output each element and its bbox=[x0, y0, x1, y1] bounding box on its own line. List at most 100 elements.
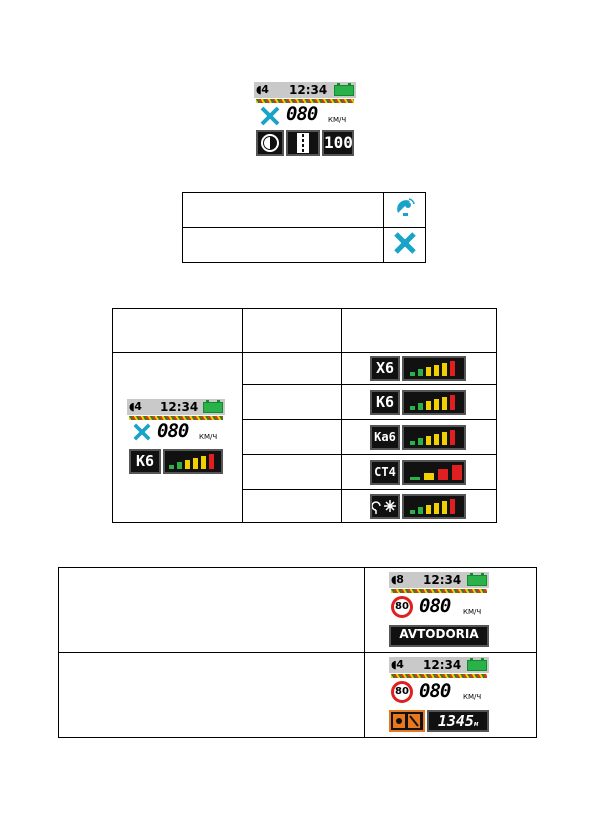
table-row bbox=[182, 192, 426, 228]
signal-bar bbox=[426, 504, 431, 514]
volume-indicator: ◖4 bbox=[129, 400, 142, 413]
signal-bar bbox=[418, 402, 423, 410]
band-name-cell bbox=[242, 352, 342, 385]
radar-band-label: K6 bbox=[370, 389, 400, 415]
signal-bar bbox=[434, 433, 439, 445]
header-cell bbox=[112, 308, 243, 353]
band-indicator-k: K6 bbox=[370, 389, 468, 415]
signal-bar bbox=[410, 509, 415, 514]
speed-readout: 080 bbox=[419, 680, 451, 702]
radar-band-table: ◖4 12:34 080 КМ/Ч K6 bbox=[112, 308, 497, 523]
clock: 12:34 bbox=[423, 658, 462, 672]
header-cell bbox=[341, 308, 497, 353]
gps-icon-cell bbox=[383, 192, 426, 228]
signal-bar bbox=[426, 400, 431, 410]
signal-stripe bbox=[391, 589, 487, 593]
signal-bars bbox=[402, 389, 466, 415]
signal-bar bbox=[410, 405, 415, 410]
battery-icon bbox=[203, 400, 223, 413]
distance-readout: 1345м bbox=[427, 710, 489, 732]
table-row bbox=[113, 489, 497, 523]
status-bar: ◖4 12:34 bbox=[389, 657, 489, 673]
signal-bar bbox=[434, 398, 439, 410]
speed-unit: КМ/Ч bbox=[463, 608, 482, 616]
signal-bar bbox=[450, 361, 455, 376]
table-row: ◖4 12:34 080 КМ/Ч K6 bbox=[112, 352, 497, 523]
signal-bar bbox=[193, 458, 198, 469]
camera-type-label: AVTODORIA bbox=[389, 625, 489, 647]
band-indicator-cell: K6 bbox=[341, 384, 497, 420]
speed-limit-value: 100 bbox=[322, 130, 354, 156]
speed-readout: 080 bbox=[419, 595, 451, 617]
device-screen-distance: ◖4 12:34 80 080 КМ/Ч 1345м bbox=[389, 657, 489, 733]
band-indicator-cell bbox=[341, 489, 497, 523]
satellite-lost-icon bbox=[260, 106, 280, 126]
band-name-cell bbox=[242, 454, 342, 490]
signal-bar bbox=[442, 500, 447, 514]
speed-readout: 080 bbox=[157, 420, 189, 442]
signal-bars bbox=[402, 459, 466, 485]
signal-bar bbox=[410, 372, 415, 376]
signal-stripe bbox=[129, 416, 223, 420]
signal-bar bbox=[209, 454, 214, 469]
clock: 12:34 bbox=[423, 573, 462, 587]
device-screen-main: ◖4 12:34 080 КМ/Ч 100 bbox=[254, 82, 356, 157]
signal-bar bbox=[410, 440, 415, 445]
battery-icon bbox=[334, 83, 354, 96]
device-screen-avtodoria: ◖8 12:34 80 080 КМ/Ч AVTODORIA bbox=[389, 572, 489, 648]
signal-bar bbox=[418, 506, 423, 514]
signal-bar bbox=[450, 498, 455, 514]
speed-readout: 080 bbox=[286, 103, 318, 125]
band-indicator-cell: CT4 bbox=[341, 454, 497, 490]
signal-bar bbox=[426, 367, 431, 376]
band-indicator-x: X6 bbox=[370, 356, 468, 381]
road-icon bbox=[286, 130, 320, 156]
camera-screen-cell: ◖4 12:34 80 080 КМ/Ч 1345м bbox=[364, 652, 537, 738]
gps-description-cell bbox=[182, 227, 384, 263]
volume-indicator: ◖8 bbox=[391, 573, 404, 586]
mode-bar: 100 bbox=[256, 130, 354, 156]
signal-bar bbox=[450, 429, 455, 445]
signal-bar bbox=[410, 476, 420, 480]
device-screen-radar: ◖4 12:34 080 КМ/Ч K6 bbox=[127, 399, 225, 476]
speed-limit-sign: 80 bbox=[391, 681, 413, 703]
gps-icon-cell bbox=[383, 227, 426, 263]
signal-bar bbox=[434, 502, 439, 514]
speed-unit: КМ/Ч bbox=[463, 693, 482, 701]
signal-bars bbox=[402, 493, 466, 519]
screen-cell: ◖4 12:34 080 КМ/Ч K6 bbox=[112, 352, 243, 523]
signal-bar bbox=[452, 464, 462, 480]
camera-screen-cell: ◖8 12:34 80 080 КМ/Ч AVTODORIA bbox=[364, 567, 537, 653]
camera-description-cell bbox=[58, 567, 365, 653]
radar-band-label: K6 bbox=[129, 449, 161, 474]
table-row: ◖4 12:34 80 080 КМ/Ч 1345м bbox=[58, 652, 537, 738]
battery-icon bbox=[467, 658, 487, 671]
camera-icon bbox=[389, 710, 425, 732]
volume-indicator: ◖4 bbox=[256, 83, 269, 96]
table-row: Ka6 bbox=[113, 419, 497, 455]
camera-description-cell bbox=[58, 652, 365, 738]
gps-description-cell bbox=[182, 192, 384, 228]
signal-bar bbox=[434, 365, 439, 376]
table-row: CT4 bbox=[113, 454, 497, 490]
signal-bars bbox=[163, 449, 223, 474]
header-cell bbox=[242, 308, 342, 353]
radar-band-label: CT4 bbox=[370, 459, 400, 485]
clock: 12:34 bbox=[289, 83, 328, 97]
battery-icon bbox=[467, 573, 487, 586]
band-name-cell bbox=[242, 384, 342, 420]
radar-band-label: X6 bbox=[370, 356, 400, 381]
speed-unit: КМ/Ч bbox=[199, 433, 218, 441]
volume-indicator: ◖4 bbox=[391, 658, 404, 671]
signal-bar bbox=[424, 472, 434, 480]
signal-stripe bbox=[256, 99, 354, 103]
band-indicator-ka: Ka6 bbox=[370, 424, 468, 450]
signal-bar bbox=[442, 431, 447, 445]
satellite-lost-icon bbox=[133, 423, 151, 441]
speed-limit-sign: 80 bbox=[391, 596, 413, 618]
speed-unit: КМ/Ч bbox=[328, 116, 347, 124]
gps-table bbox=[182, 192, 426, 263]
signal-bars bbox=[402, 356, 466, 381]
table-row: ◖8 12:34 80 080 КМ/Ч AVTODORIA bbox=[58, 567, 537, 653]
signal-bar bbox=[201, 456, 206, 469]
